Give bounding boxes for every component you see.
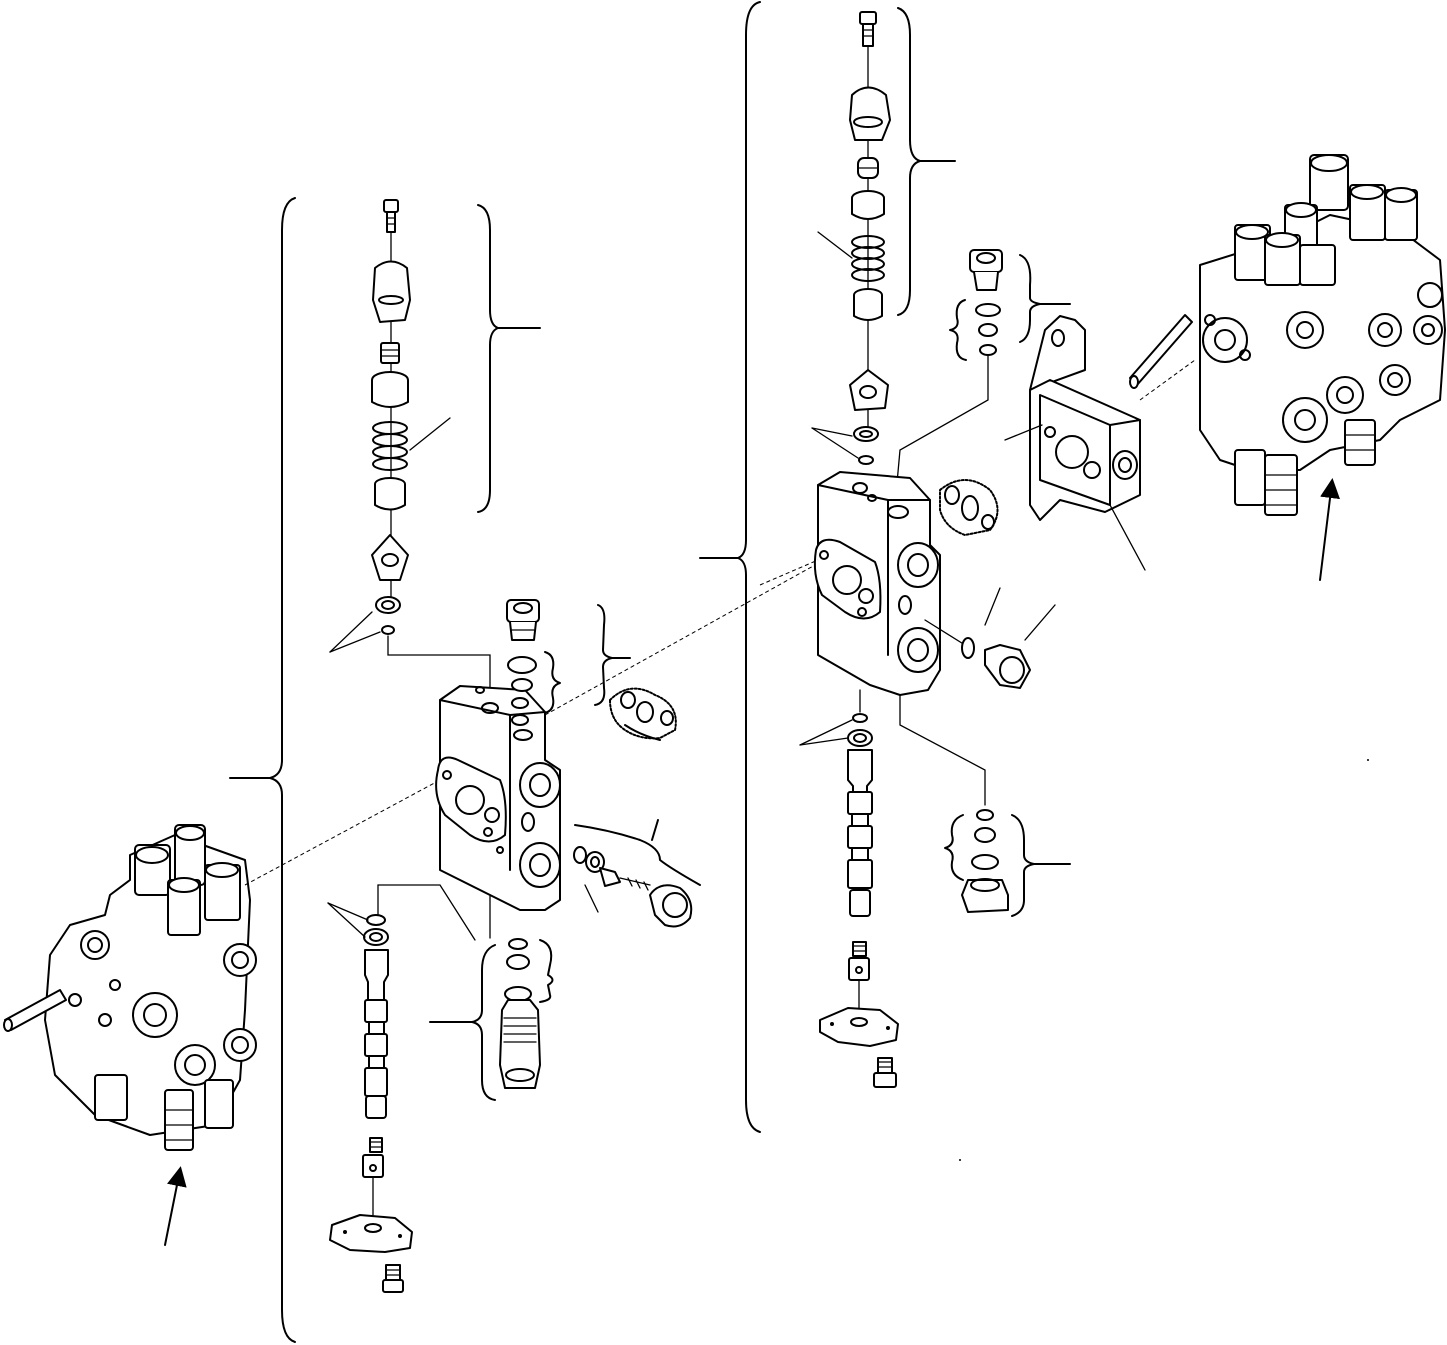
control-valve-assembly-right (1129, 154, 1446, 581)
section-bracket-right (699, 1, 761, 1133)
check-valve-assembly-right-top (894, 249, 1071, 536)
spool-assembly-left (327, 884, 476, 1293)
relief-valve-assembly-left (329, 199, 541, 701)
section-bracket-left (229, 197, 296, 1343)
plug-assembly-left (573, 819, 701, 928)
relief-valve-assembly-right (811, 7, 956, 465)
check-valve-assembly-right-bottom (899, 694, 1071, 917)
plug-assembly-right (924, 587, 1056, 689)
check-valve-assembly-left-bottom (429, 894, 554, 1101)
check-valve-assembly-left-top (506, 599, 677, 741)
control-valve-assembly-left (3, 779, 441, 1246)
valve-section-left (435, 564, 816, 911)
valve-section-right (813, 471, 941, 696)
end-plate-right (759, 315, 1146, 586)
spool-assembly-right (799, 689, 899, 1088)
